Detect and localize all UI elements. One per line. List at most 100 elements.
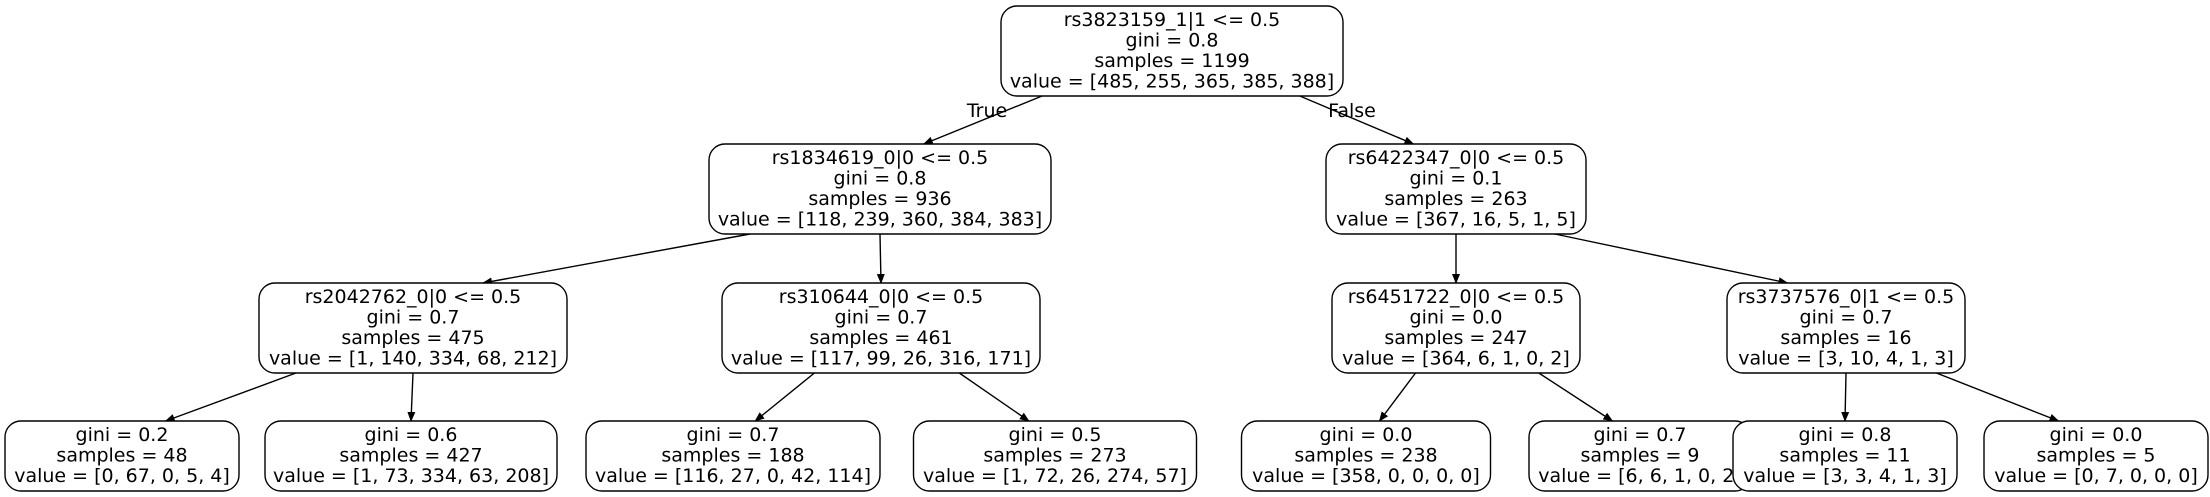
node-text-line: value = [0, 67, 0, 5, 4] <box>14 465 230 487</box>
edge-n1-to-n3 <box>482 233 751 286</box>
node-text-line: value = [1, 72, 26, 274, 57] <box>923 465 1187 487</box>
node-text-line: rs310644_0|0 <= 0.5 <box>779 286 983 308</box>
node-text-line: gini = 0.7 <box>1800 306 1893 328</box>
node-text-line: samples = 238 <box>1294 445 1437 467</box>
node-box <box>1726 282 1966 374</box>
node-text-line: samples = 5 <box>2036 445 2155 467</box>
node-text-line: value = [117, 99, 26, 316, 171] <box>731 347 1031 369</box>
true-branch-label: True <box>966 100 1007 122</box>
edge-n4-to-n10 <box>958 372 1030 422</box>
node-box <box>1325 143 1587 235</box>
edge-n0-to-n1 <box>922 95 1043 145</box>
node-text-line: value = [367, 16, 5, 1, 5] <box>1336 208 1576 230</box>
node-text-line: samples = 48 <box>56 445 187 467</box>
node-text-line: samples = 273 <box>983 445 1126 467</box>
node-text-line: value = [0, 7, 0, 0, 0] <box>1994 465 2197 487</box>
node-text-line: rs3737576_0|1 <= 0.5 <box>1738 286 1955 308</box>
node-text-line: gini = 0.7 <box>687 424 780 446</box>
node-text-line: value = [3, 3, 4, 1, 3] <box>1743 465 1946 487</box>
node-box <box>912 420 1198 492</box>
node-text-line: samples = 1199 <box>1094 50 1249 72</box>
edge-n3-to-n7 <box>164 372 297 422</box>
node-text-line: samples = 263 <box>1384 188 1527 210</box>
node-text-line: gini = 0.7 <box>367 306 460 328</box>
node-text-line: value = [3, 10, 4, 1, 3] <box>1738 347 1954 369</box>
node-box <box>585 420 881 492</box>
edge-n0-to-n2 <box>1299 95 1415 145</box>
node-box <box>1732 420 1958 492</box>
node-text-line: gini = 0.7 <box>835 306 928 328</box>
node-box <box>1000 5 1344 97</box>
node-text-line: samples = 427 <box>339 445 482 467</box>
node-text-line: gini = 0.1 <box>1410 167 1503 189</box>
node-text-line: samples = 936 <box>808 188 951 210</box>
node-text-line: samples = 188 <box>661 445 804 467</box>
node-box <box>4 420 240 492</box>
node-text-line: value = [6, 6, 1, 0, 2] <box>1538 465 1741 487</box>
edge-n6-to-n13 <box>1841 372 1850 422</box>
node-text-line: samples = 9 <box>1580 445 1699 467</box>
branch-labels-layer: True False <box>966 100 1376 122</box>
edge-n5-to-n11 <box>1378 372 1417 422</box>
node-box <box>721 282 1041 374</box>
false-branch-label: False <box>1328 100 1376 122</box>
node-text-line: value = [1, 73, 334, 63, 208] <box>273 465 549 487</box>
node-box <box>1331 282 1581 374</box>
edge-n3-to-n8 <box>407 372 416 422</box>
node-box <box>264 420 558 492</box>
node-text-line: gini = 0.0 <box>1320 424 1413 446</box>
node-box <box>258 282 568 374</box>
node-text-line: samples = 461 <box>809 327 952 349</box>
node-box <box>708 143 1052 235</box>
node-box <box>1240 420 1492 492</box>
node-text-line: samples = 475 <box>341 327 484 349</box>
node-text-line: samples = 247 <box>1384 327 1527 349</box>
node-text-line: gini = 0.0 <box>1410 306 1503 328</box>
node-text-line: gini = 0.8 <box>834 167 927 189</box>
node-text-line: rs6451722_0|0 <= 0.5 <box>1348 286 1565 308</box>
node-text-line: value = [1, 140, 334, 68, 212] <box>269 347 557 369</box>
edge-n5-to-n12 <box>1538 372 1614 422</box>
node-text-line: rs1834619_0|0 <= 0.5 <box>772 147 989 169</box>
node-text-line: gini = 0.8 <box>1126 29 1219 51</box>
node-text-line: value = [118, 239, 360, 384, 383] <box>718 208 1042 230</box>
node-text-line: gini = 0.7 <box>1594 424 1687 446</box>
node-text-line: samples = 16 <box>1780 327 1911 349</box>
node-text-line: gini = 0.6 <box>365 424 458 446</box>
edge-n6-to-n14 <box>1936 372 2060 422</box>
edge-n1-to-n4 <box>876 233 885 284</box>
edge-n4-to-n9 <box>754 372 815 422</box>
node-text-line: rs6422347_0|0 <= 0.5 <box>1348 147 1565 169</box>
node-text-line: rs2042762_0|0 <= 0.5 <box>305 286 522 308</box>
node-text-line: gini = 0.2 <box>76 424 169 446</box>
node-text-line: value = [116, 27, 0, 42, 114] <box>595 465 871 487</box>
node-text-line: gini = 0.5 <box>1009 424 1102 446</box>
edges-layer <box>164 95 2060 422</box>
node-text-line: rs3823159_1|1 <= 0.5 <box>1064 9 1281 31</box>
node-text-line: samples = 11 <box>1779 445 1910 467</box>
node-text-line: value = [364, 6, 1, 0, 2] <box>1342 347 1570 369</box>
edge-n2-to-n6 <box>1554 233 1789 286</box>
node-text-line: gini = 0.0 <box>2050 424 2143 446</box>
node-text-line: value = [485, 255, 365, 385, 388] <box>1010 70 1334 92</box>
node-text-line: value = [358, 0, 0, 0, 0] <box>1252 465 1480 487</box>
node-text-line: gini = 0.8 <box>1799 424 1892 446</box>
node-box <box>1983 420 2209 492</box>
